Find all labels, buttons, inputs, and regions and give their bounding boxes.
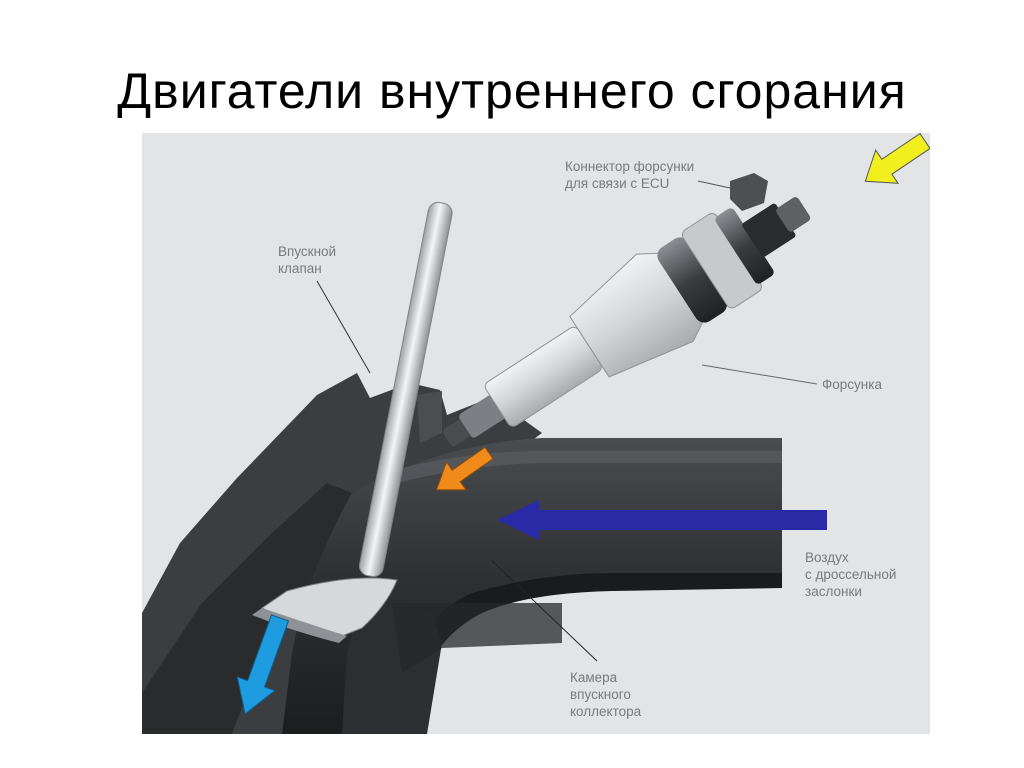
casting-shadow [142,483,352,734]
connector-plug [730,173,768,211]
engine-intake-diagram: Коннектор форсунки для связи с ECU Впуск… [142,133,930,734]
label-air: Воздух с дроссельной заслонки [805,550,897,599]
leader-valve [316,280,371,374]
mixture-arrow [236,614,290,715]
leader-connector [697,180,731,189]
diagram-illustration [142,133,930,734]
air-arrow [497,500,827,540]
casting-ribs [417,391,442,443]
label-intake-chamber: Камера впускного коллектора [570,670,642,719]
signal-arrow [864,133,930,184]
intake-valve [358,201,453,578]
label-intake-valve: Впускной клапан [278,244,337,276]
leader-injector [701,364,818,385]
fuel-arrow [435,446,494,491]
slide-title: Двигатели внутреннего сгорания [117,63,907,119]
leader-chamber [491,560,598,662]
fuel-injector [442,197,811,447]
port-lower [392,603,562,673]
label-injector-connector: Коннектор форсунки для связи с ECU [565,159,695,191]
label-injector: Форсунка [822,377,882,392]
